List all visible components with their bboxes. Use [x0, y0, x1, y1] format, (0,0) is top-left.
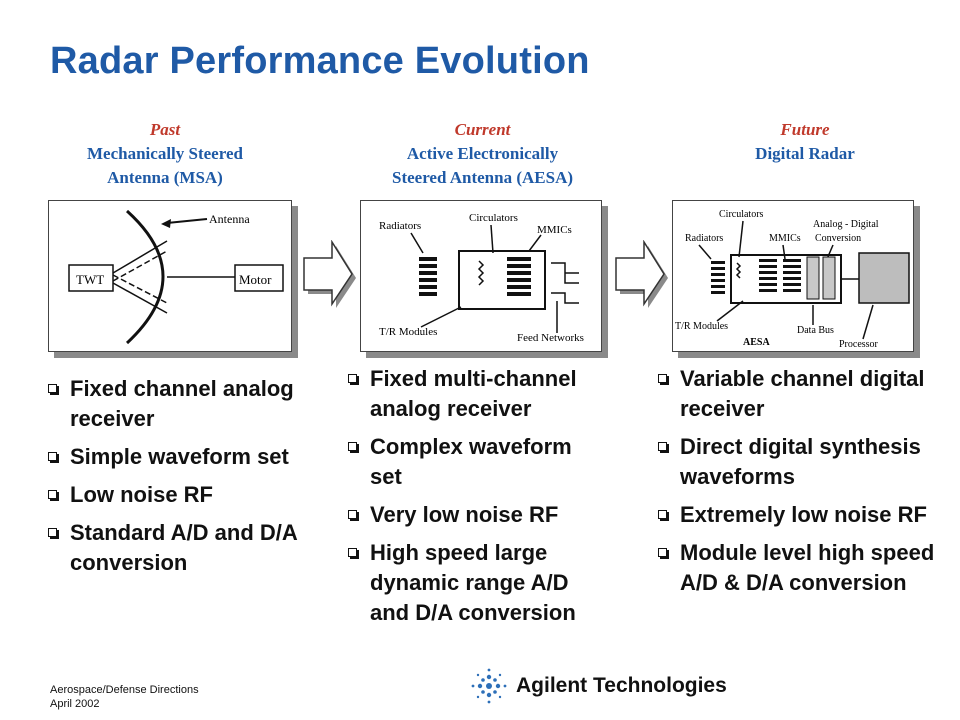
logo-text: Agilent Technologies — [516, 674, 727, 697]
twt-label: TWT — [76, 272, 104, 287]
square-bullet-icon — [348, 510, 359, 521]
list-item: Direct digital synthesis waveforms — [658, 432, 948, 492]
mmics-label: MMICs — [537, 224, 572, 236]
list-item: Fixed multi-channel analog receiver — [348, 364, 593, 424]
radiators-label: Radiators — [379, 220, 421, 232]
heading-line: Steered Antenna (AESA) — [391, 168, 574, 187]
spark-icon — [471, 668, 507, 704]
list-item: Low noise RF — [48, 480, 303, 510]
heading-line: Active Electronically — [406, 144, 559, 163]
column-heading-past: Past Mechanically Steered Antenna (MSA) — [40, 118, 290, 190]
square-bullet-icon — [48, 490, 59, 501]
heading-line: Digital Radar — [755, 144, 855, 163]
square-bullet-icon — [658, 442, 669, 453]
era-label: Current — [454, 120, 511, 139]
feed-networks-label: Feed Networks — [517, 332, 584, 344]
bullet-text: Simple waveform set — [70, 444, 289, 469]
radiators-label: Radiators — [685, 233, 723, 244]
slide-title: Radar Performance Evolution — [50, 40, 590, 82]
bullet-text: High speed large dynamic range A/D and D… — [370, 540, 576, 625]
bullet-text: Module level high speed A/D & D/A conver… — [680, 540, 935, 595]
list-item: Fixed channel analog receiver — [48, 374, 303, 434]
list-item: Simple waveform set — [48, 442, 303, 472]
mmics-label: MMICs — [769, 233, 801, 244]
bullet-text: Low noise RF — [70, 482, 213, 507]
bullet-text: Standard A/D and D/A conversion — [70, 520, 297, 575]
conversion-label: Conversion — [815, 233, 861, 244]
bullet-text: Very low noise RF — [370, 502, 559, 527]
list-item: Extremely low noise RF — [658, 500, 948, 530]
square-bullet-icon — [348, 442, 359, 453]
circulators-label: Circulators — [719, 209, 764, 220]
square-bullet-icon — [48, 528, 59, 539]
list-item: Module level high speed A/D & D/A conver… — [658, 538, 948, 598]
list-item: Very low noise RF — [348, 500, 593, 530]
square-bullet-icon — [658, 548, 669, 559]
list-item: High speed large dynamic range A/D and D… — [348, 538, 593, 628]
footer: Aerospace/Defense Directions April 2002 — [50, 683, 199, 711]
square-bullet-icon — [348, 548, 359, 559]
bullet-text: Fixed channel analog receiver — [70, 376, 294, 431]
footer-date: April 2002 — [50, 698, 100, 710]
era-label: Past — [149, 120, 181, 139]
era-label: Future — [780, 120, 830, 139]
agilent-logo: Agilent Technologies — [466, 666, 727, 706]
footer-event: Aerospace/Defense Directions — [50, 684, 199, 696]
aesa-label: AESA — [743, 337, 770, 348]
analog-digital-label: Analog - Digital — [813, 219, 879, 230]
antenna-label: Antenna — [209, 212, 250, 226]
column-heading-current: Current Active Electronically Steered An… — [345, 118, 620, 190]
arrow-right-icon — [615, 240, 668, 308]
msa-diagram: TWT Motor Antenna — [48, 200, 292, 352]
heading-line: Mechanically Steered — [87, 144, 243, 163]
current-bullet-list: Fixed multi-channel analog receiver Comp… — [348, 364, 593, 636]
circulators-label: Circulators — [469, 212, 518, 224]
past-bullet-list: Fixed channel analog receiver Simple wav… — [48, 374, 303, 586]
list-item: Standard A/D and D/A conversion — [48, 518, 303, 578]
arrow-right-icon — [303, 240, 356, 308]
square-bullet-icon — [48, 452, 59, 463]
data-bus-label: Data Bus — [797, 325, 834, 336]
square-bullet-icon — [658, 374, 669, 385]
bullet-text: Direct digital synthesis waveforms — [680, 434, 921, 489]
bullet-text: Variable channel digital receiver — [680, 366, 925, 421]
aesa-diagram: Radiators Circulators MMICs T/R Modules … — [360, 200, 602, 352]
bullet-text: Complex waveform set — [370, 434, 572, 489]
tr-modules-label: T/R Modules — [675, 321, 728, 332]
motor-label: Motor — [239, 272, 272, 287]
bullet-text: Extremely low noise RF — [680, 502, 927, 527]
square-bullet-icon — [658, 510, 669, 521]
list-item: Complex waveform set — [348, 432, 593, 492]
processor-label: Processor — [839, 339, 879, 350]
digital-radar-diagram: Circulators Analog - Digital Radiators M… — [672, 200, 914, 352]
tr-modules-label: T/R Modules — [379, 326, 437, 338]
square-bullet-icon — [348, 374, 359, 385]
column-heading-future: Future Digital Radar — [680, 118, 930, 166]
list-item: Variable channel digital receiver — [658, 364, 948, 424]
bullet-text: Fixed multi-channel analog receiver — [370, 366, 577, 421]
heading-line: Antenna (MSA) — [107, 168, 223, 187]
square-bullet-icon — [48, 384, 59, 395]
future-bullet-list: Variable channel digital receiver Direct… — [658, 364, 948, 606]
